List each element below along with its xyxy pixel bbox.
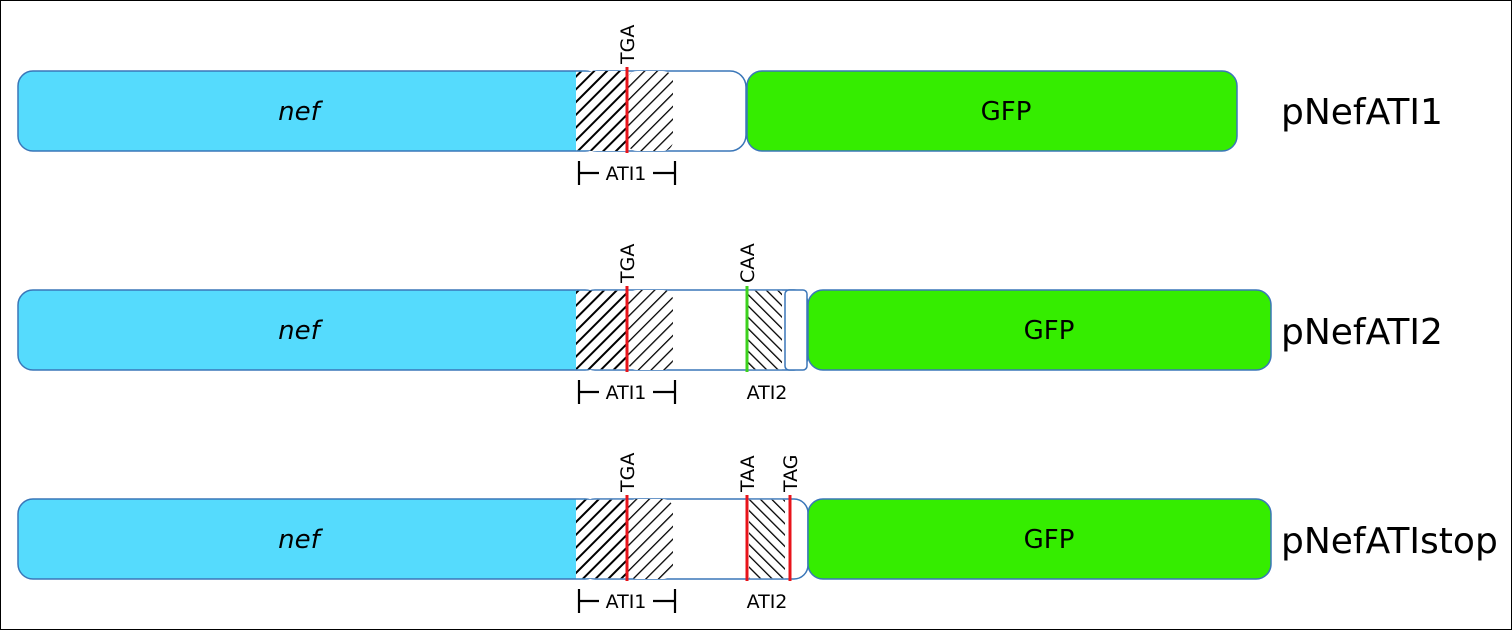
ati1-label: ATI1 [606,163,647,185]
ati1-bracket [577,161,677,185]
gfp-segment [746,70,1238,152]
nef-label: nef [278,97,323,127]
ati1-label: ATI1 [606,591,647,613]
ati1-bracket [577,380,677,404]
ati1-hatched-right [627,290,673,370]
ati2-label: ATI2 [747,382,788,404]
construct-name: pNefATIstop [1281,521,1498,562]
construct-row-1: TGA nef GFP ATI1 pNefATI1 [17,25,1443,185]
gfp-label: GFP [1024,316,1075,346]
taa-codon-label: TAA [737,455,759,493]
ati1-bracket [577,589,677,613]
tga-codon-label: TGA [617,453,639,493]
nef-label: nef [278,316,323,346]
gfp-segment [807,289,1272,371]
ati2-label: ATI2 [747,591,788,613]
construct-row-2: TGA CAA nef GFP ATI1 ATI2 pNefATI2 [17,243,1443,404]
construct-row-3: TGA TAA TAG nef GFP ATI1 ATI2 pNefATIsto… [17,453,1498,613]
tga-codon-label: TGA [617,244,639,284]
ati2-spacer [784,289,808,371]
ati1-hatched-right [627,71,673,151]
construct-name: pNefATI1 [1281,92,1443,133]
ati1-hatched-left [576,290,627,370]
gfp-segment [807,498,1272,580]
ati2-hatched [748,290,782,370]
ati1-hatched-right [627,499,673,579]
gfp-label: GFP [1024,525,1075,555]
nef-label: nef [278,525,323,555]
tag-codon-label: TAG [780,454,802,493]
ati1-hatched-left [576,499,627,579]
ati1-hatched-left [576,71,627,151]
caa-codon-label: CAA [737,243,759,283]
gfp-label: GFP [981,97,1032,127]
construct-name: pNefATI2 [1281,312,1443,353]
ati1-label: ATI1 [606,382,647,404]
tga-codon-label: TGA [617,25,639,65]
ati2-hatched [749,499,785,579]
